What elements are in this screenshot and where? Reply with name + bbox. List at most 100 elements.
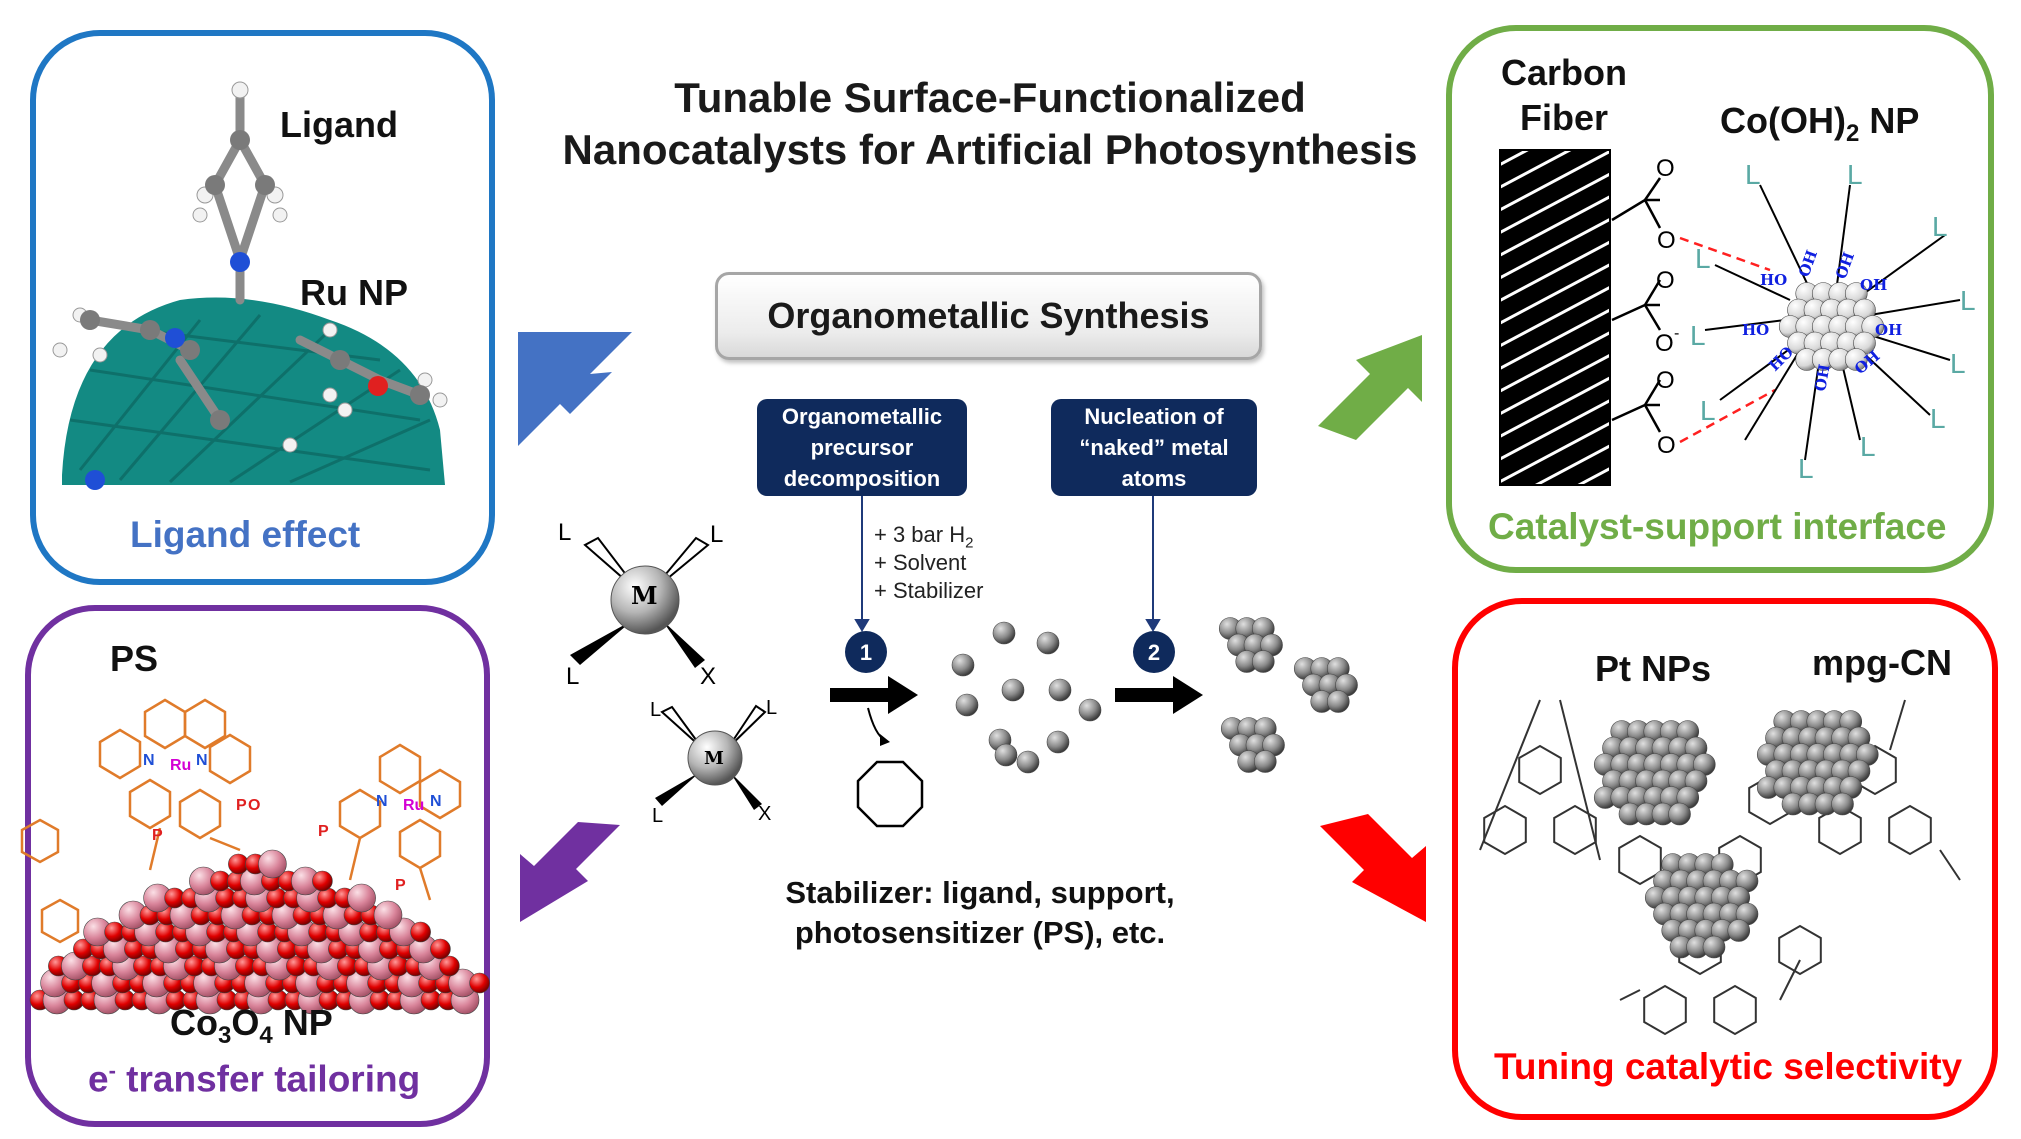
hydrogen-bond-lines <box>1679 236 1776 444</box>
o-atom <box>410 921 431 943</box>
co3o4-rest: NP <box>272 1002 333 1043</box>
nucleated-clusters <box>1218 617 1358 773</box>
arrow-to-ligand-panel <box>518 332 632 446</box>
pt-atom <box>1668 802 1691 826</box>
step1-badge: 1 <box>845 631 887 673</box>
cn-bond <box>1939 849 1961 881</box>
e-transfer-rest: transfer tailoring <box>115 1058 421 1100</box>
triazine-ring <box>1778 924 1822 976</box>
p-atom-label-2: P <box>152 827 163 844</box>
metal-atom <box>1078 698 1102 722</box>
carboxyl-o-2: O <box>1657 227 1676 254</box>
metal-atom <box>955 693 979 717</box>
stabilizer-line2: photosensitizer (PS), etc. <box>794 915 1166 950</box>
triazine-ring <box>1818 804 1862 856</box>
carbon-fiber-label: Carbon Fiber <box>1494 50 1634 140</box>
reaction-arrow-1 <box>830 676 918 746</box>
carboxyl-o-3: O <box>1656 267 1675 294</box>
l-label-3: L <box>1932 211 1948 242</box>
cn-bond <box>1619 989 1641 1001</box>
l-label-1: L <box>1745 159 1761 190</box>
ps-ru-centers: Ru Ru N N N N P O P P P <box>143 752 442 894</box>
n-atom-label-1: N <box>143 752 155 769</box>
l-label-2: L <box>1847 159 1863 190</box>
carboxyl-o-1: O <box>1656 155 1675 182</box>
ho-label-2: HO <box>1742 321 1769 339</box>
main-title-line1: Tunable Surface-Functionalized <box>674 74 1306 121</box>
ligand-effect-caption: Ligand effect <box>130 514 361 555</box>
n-atom-label-2: N <box>196 752 208 769</box>
carbon-fiber-model <box>1499 149 1611 486</box>
triazine-ring <box>1888 804 1932 856</box>
precursor-l-5: L <box>766 697 777 719</box>
pt-nps-label: Pt NPs <box>1595 648 1712 689</box>
precursor-l-1: L <box>558 519 571 546</box>
carboxyl-minus-sign: - <box>1674 325 1679 342</box>
step1-line2: precursor <box>810 435 914 460</box>
co3o4-sub2: 4 <box>259 1022 273 1050</box>
coh2-np-label: Co(OH)2 NP <box>1720 100 1919 148</box>
carboxyl-o-5: O <box>1657 432 1676 459</box>
nucleated-cluster-atom <box>1253 750 1277 773</box>
ligand-label: Ligand <box>280 104 398 145</box>
step2-line1: Nucleation of <box>1084 404 1224 429</box>
n-atom-label-4: N <box>430 793 442 810</box>
oh-label-2: OH <box>1832 250 1858 282</box>
oh-label-5: OH <box>1811 363 1833 393</box>
co3o4-o: O <box>231 1002 260 1043</box>
carbon-fiber-line2: Fiber <box>1519 97 1608 138</box>
l-label-9: L <box>1695 243 1711 274</box>
triazine-ring <box>1483 804 1527 856</box>
triazine-ring <box>1553 804 1597 856</box>
step2-number: 2 <box>1148 640 1160 665</box>
l-label-5: L <box>1950 348 1966 379</box>
co3o4-co: Co <box>170 1002 218 1043</box>
precursor-x-1: X <box>700 663 716 690</box>
triazine-ring <box>1643 984 1687 1036</box>
precursor-l-4: L <box>650 699 661 721</box>
co-atom <box>258 849 287 879</box>
cn-bond <box>1779 959 1801 1001</box>
metal-atom <box>1016 750 1040 774</box>
l-label-4: L <box>1960 285 1976 316</box>
pt-atom <box>1727 919 1751 942</box>
nucleated-cluster-atom <box>1251 650 1275 673</box>
p-atom-label-3: P <box>318 823 329 840</box>
pt-atom <box>1702 935 1726 959</box>
oh-label-1: OH <box>1795 248 1821 280</box>
precursor-metal-large: M <box>631 581 658 610</box>
step1-line1: Organometallic <box>781 404 943 429</box>
l-label-8: L <box>1798 453 1814 484</box>
co-atom <box>373 900 403 930</box>
precursor-l-6: L <box>652 805 663 827</box>
precursor-x-2: X <box>758 803 771 825</box>
precursor-metal-small: M <box>704 748 724 769</box>
catalyst-support-caption: Catalyst-support interface <box>1488 506 1947 547</box>
n-atom-label-3: N <box>376 793 388 810</box>
carboxyl-o-4: O <box>1656 367 1675 394</box>
step-connectors <box>854 496 1161 632</box>
reaction-arrow-2 <box>1115 676 1203 714</box>
step2-badge: 2 <box>1133 631 1175 673</box>
ho-label-1: HO <box>1760 271 1787 289</box>
step2-box: Nucleation of “naked” metal atoms <box>1051 399 1257 496</box>
o-atom <box>312 870 333 892</box>
pt-atom <box>1831 792 1854 816</box>
ru-atom-label-2: Ru <box>403 797 424 814</box>
ligand-l-labels: L L L L L L L L L L L <box>1690 159 1976 484</box>
o-atom <box>469 972 490 994</box>
o-atom <box>439 955 460 977</box>
ru-nanoparticle-model <box>52 81 448 490</box>
condition-solvent: + Solvent <box>874 550 967 575</box>
p-atom-label-1: P <box>236 797 247 814</box>
e-transfer-caption: e- transfer tailoring <box>88 1058 420 1100</box>
ligand-effect-panel <box>30 30 495 585</box>
l-label-10: L <box>1690 320 1706 351</box>
cn-bond <box>1889 699 1906 751</box>
metal-atom <box>1048 678 1072 702</box>
nucleated-cluster-atom <box>1326 690 1350 713</box>
ps-label: PS <box>110 638 159 679</box>
ru-np-label: Ru NP <box>300 272 408 313</box>
precursor-l-3: L <box>566 663 579 690</box>
